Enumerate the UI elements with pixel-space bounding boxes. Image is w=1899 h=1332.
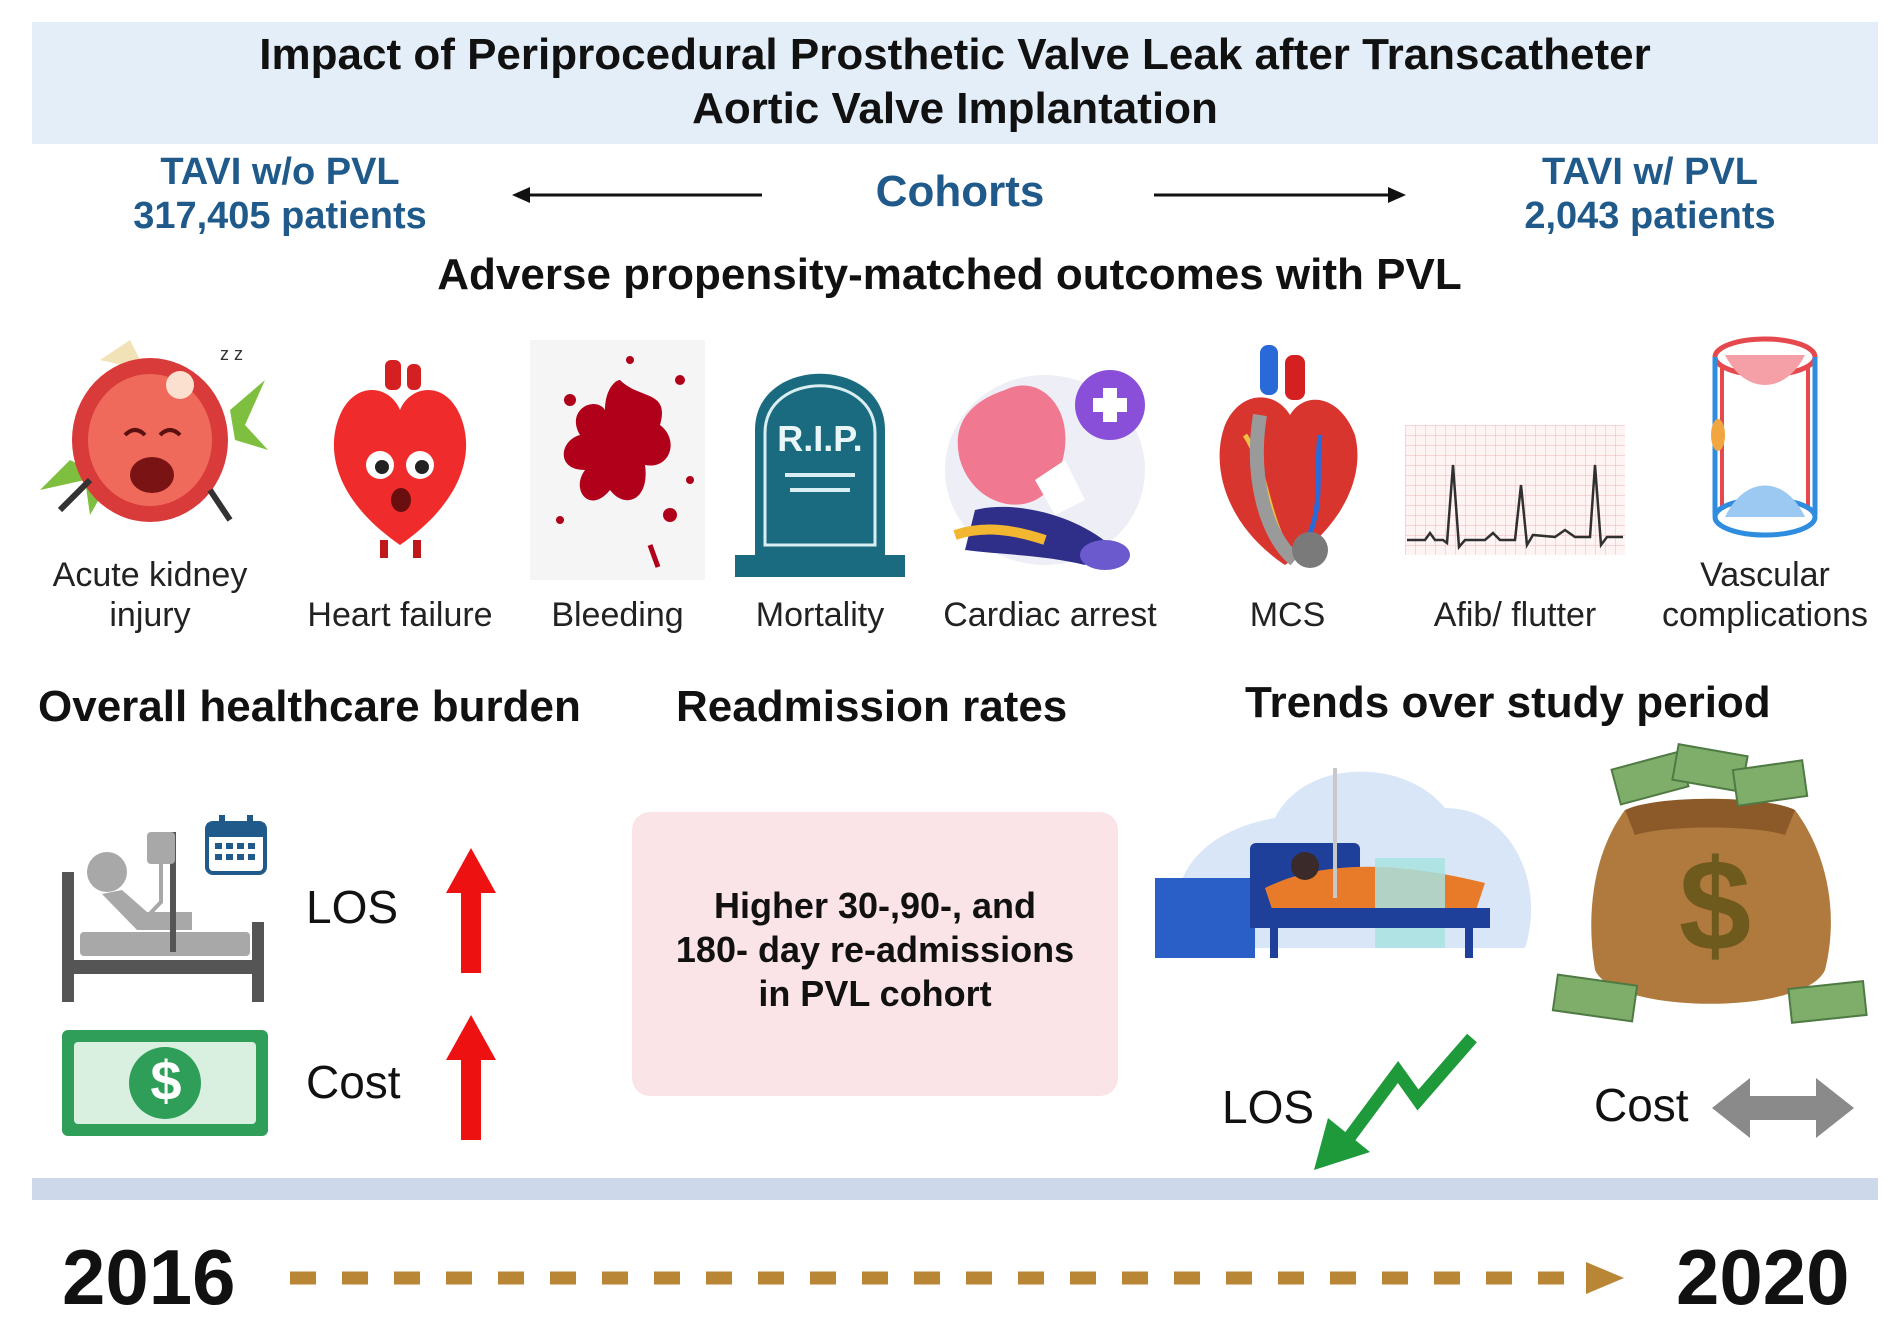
cohort-without-pvl-name: TAVI w/o PVL (160, 151, 400, 193)
cardiac-arrest-icon (945, 370, 1145, 570)
trends-cost-label: Cost (1594, 1079, 1689, 1131)
banknote-dollar-sign: $ (150, 1049, 182, 1112)
title-line-1: Impact of Periprocedural Prosthetic Valv… (259, 30, 1651, 79)
cohorts-label: Cohorts (875, 167, 1045, 216)
outcomes-heading: Adverse propensity-matched outcomes with… (437, 250, 1462, 299)
tombstone-text: R.I.P. (777, 418, 863, 459)
readmission-box: Higher 30-,90-, and 180- day re-admissio… (632, 812, 1118, 1096)
banknote-icon (62, 1030, 268, 1136)
right-arrow-icon (1154, 187, 1406, 203)
cost-up-arrow-icon (446, 1015, 496, 1140)
tombstone-icon (735, 373, 905, 577)
los-down-trend-arrow-icon (1314, 1033, 1477, 1170)
outcome-label-cardiac-arrest: Cardiac arrest (943, 596, 1157, 634)
svg-text:z z: z z (220, 344, 243, 364)
burden-cost-label: Cost (306, 1056, 401, 1108)
patient-in-bed-icon (1155, 768, 1532, 958)
money-bag-icon (1551, 743, 1868, 1024)
hospital-bed-icon (62, 832, 264, 1002)
cohort-with-pvl: TAVI w/ PVL 2,043 patients (1490, 150, 1810, 238)
cohort-with-pvl-count: 2,043 patients (1524, 195, 1776, 237)
cohort-with-pvl-name: TAVI w/ PVL (1541, 151, 1759, 193)
trends-heading: Trends over study period (1245, 678, 1771, 727)
cohort-without-pvl: TAVI w/o PVL 317,405 patients (100, 150, 460, 238)
outcome-label-mcs: MCS (1249, 596, 1326, 634)
title-line-2: Aortic Valve Implantation (692, 84, 1218, 133)
cohort-without-pvl-count: 317,405 patients (133, 195, 427, 237)
cost-neutral-arrow-icon (1712, 1078, 1854, 1138)
left-arrow-icon (512, 187, 762, 203)
blood-splatter-icon (530, 340, 705, 580)
calendar-icon (205, 815, 267, 875)
timeline-end-year: 2020 (1676, 1233, 1850, 1321)
timeline-bar (32, 1178, 1878, 1200)
vessel-icon (1711, 336, 1818, 538)
kidney-icon: z z (40, 340, 268, 522)
ecg-icon (1405, 425, 1625, 555)
readmission-heading: Readmission rates (676, 682, 1068, 731)
mechanical-support-heart-icon (1219, 345, 1358, 568)
outcome-label-aki: Acute kidney injury (52, 556, 248, 634)
readmission-text: Higher 30-,90-, and 180- day re-admissio… (675, 885, 1075, 1014)
heart-icon (333, 360, 467, 558)
outcome-label-afib: Afib/ flutter (1433, 596, 1597, 634)
los-up-arrow-icon (446, 848, 496, 973)
trends-los-label: LOS (1222, 1081, 1315, 1133)
burden-los-label: LOS (306, 881, 399, 933)
outcome-label-heart-failure: Heart failure (307, 596, 493, 634)
timeline-arrow-icon (290, 1262, 1624, 1294)
outcome-label-mortality: Mortality (755, 596, 885, 634)
burden-heading: Overall healthcare burden (38, 682, 581, 731)
outcome-label-bleeding: Bleeding (551, 596, 684, 634)
title-banner: Impact of Periprocedural Prosthetic Valv… (32, 22, 1878, 144)
money-bag-dollar-sign: $ (1678, 832, 1752, 978)
outcome-label-vascular: Vascular complications (1662, 556, 1868, 634)
timeline-start-year: 2016 (62, 1233, 236, 1321)
